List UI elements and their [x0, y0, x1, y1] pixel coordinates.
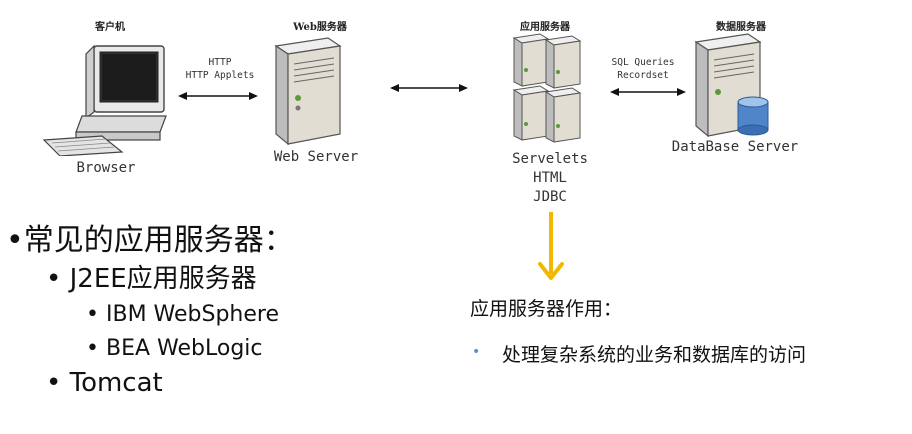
- protocol-line-1: HTTP: [208, 57, 232, 68]
- protocol-line-2: HTTP Applets: [185, 70, 255, 81]
- app-server-role-text: 处理复杂系统的业务和数据库的访问: [502, 344, 807, 366]
- database-server-icon: [694, 33, 769, 138]
- client-label: Browser: [76, 160, 136, 176]
- bullet-icon: •: [472, 344, 481, 360]
- server-icon: [274, 37, 342, 146]
- app-server-label-jdbc: JDBC: [533, 189, 567, 205]
- app-server-labels: Servelets HTML JDBC: [495, 150, 605, 207]
- client-title: 客户机: [95, 22, 125, 33]
- bullet-icon: •: [86, 302, 99, 327]
- double-arrow-icon: [390, 84, 468, 92]
- app-server-role-bullet: • 处理复杂系统的业务和数据库的访问: [470, 342, 890, 368]
- bullet-icon: •: [86, 336, 99, 361]
- list-item: • Tomcat: [46, 368, 163, 398]
- list-item: • J2EE应用服务器: [46, 264, 257, 294]
- app-server-title: 应用服务器: [520, 22, 570, 33]
- list-heading: •常见的应用服务器：: [6, 223, 294, 258]
- list-subitem: • IBM WebSphere: [86, 302, 280, 327]
- app-server-list: •常见的应用服务器： • J2EE应用服务器 • IBM WebSphere •…: [6, 223, 294, 399]
- app-server-label-servelets: Servelets: [512, 151, 588, 167]
- protocol-line-2: Recordset: [617, 70, 669, 81]
- web-server-label: Web Server: [273, 149, 359, 165]
- server-cluster-icon: [512, 33, 582, 143]
- db-server-title: 数据服务器: [716, 22, 766, 33]
- protocol-line-1: SQL Queries: [611, 57, 675, 68]
- down-arrow-icon: [538, 212, 564, 280]
- bullet-icon: •: [46, 264, 62, 294]
- db-server-label: DataBase Server: [671, 139, 799, 155]
- app-server-role-heading: 应用服务器作用：: [470, 298, 623, 320]
- app-server-label-html: HTML: [533, 170, 567, 186]
- list-subitem: • BEA WebLogic: [86, 336, 263, 361]
- app-db-protocol: SQL Queries Recordset: [600, 56, 686, 82]
- bullet-icon: •: [46, 368, 62, 398]
- computer-icon: [42, 44, 167, 156]
- double-arrow-icon: [178, 92, 258, 100]
- client-web-protocol: HTTP HTTP Applets: [170, 56, 270, 82]
- web-server-title: Web服务器: [293, 22, 347, 33]
- bullet-icon: •: [6, 223, 24, 258]
- double-arrow-icon: [610, 88, 686, 96]
